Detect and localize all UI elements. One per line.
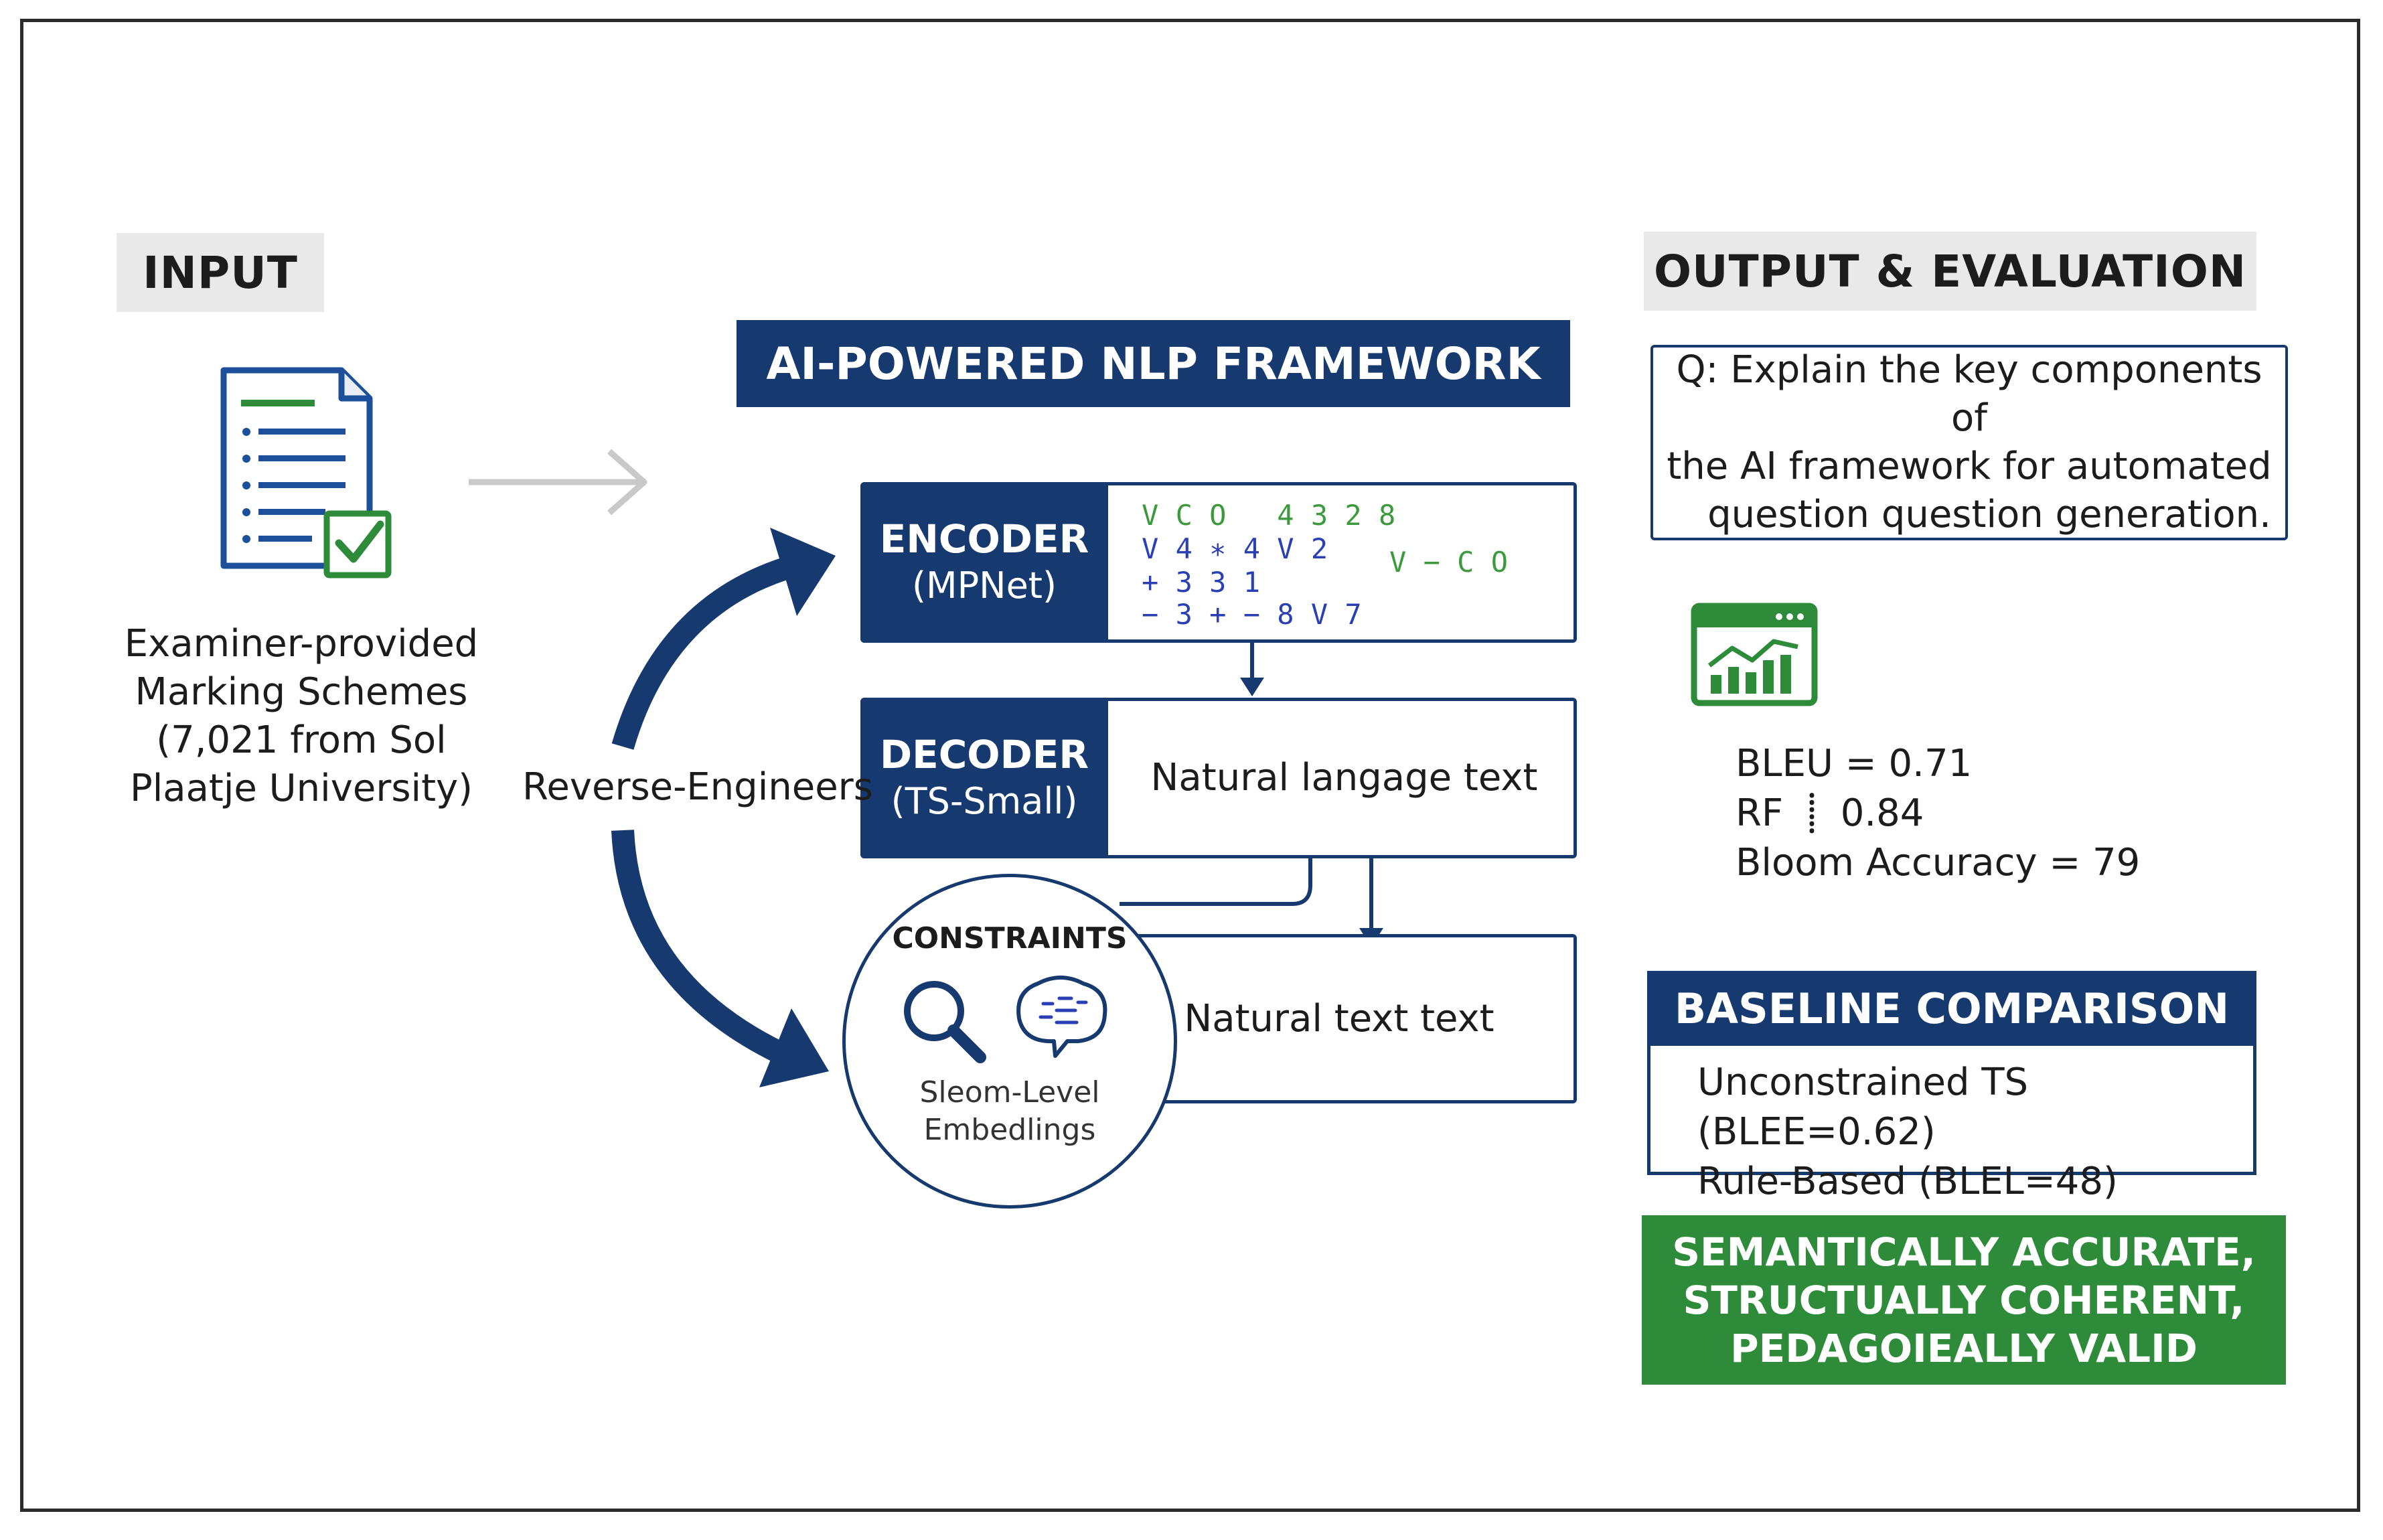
framework-title: AI-POWERED NLP FRAMEWORK <box>737 320 1570 407</box>
decoder-output-text: Natural langage text <box>1150 756 1538 799</box>
baseline-title-text: BASELINE COMPARISON <box>1674 984 2230 1033</box>
framework-title-text: AI-POWERED NLP FRAMEWORK <box>766 337 1541 390</box>
decoder-title: DECODER <box>879 732 1089 777</box>
decoder-label: DECODER (TS-Small) <box>860 698 1108 858</box>
question-line: Q: Explain the key components of <box>1676 348 2262 440</box>
baseline-row: Unconstrained TS (BLEE=0.62) <box>1697 1061 2029 1154</box>
encoder-symbol-row: + 3 3 1 <box>1142 566 1261 599</box>
document-check-icon <box>220 367 392 579</box>
constraints-output-text: Natural text text <box>1184 996 1494 1041</box>
input-caption-line: Marking Schemes <box>135 670 468 714</box>
input-caption: Examiner-provided Marking Schemes (7,021… <box>114 616 489 817</box>
input-caption-line: Examiner-provided <box>124 622 479 666</box>
constraints-caption-line: Sleom-Level <box>919 1075 1100 1109</box>
result-line: STRUCTUALLY COHERENT, <box>1683 1277 2245 1323</box>
baseline-row: Rule-Based (BLEL=48) <box>1697 1160 2118 1203</box>
encoder-symbol-row: V C O 4 3 2 8 <box>1142 499 1396 532</box>
constraints-circle <box>842 874 1177 1209</box>
question-box: Q: Explain the key components of the AI … <box>1650 345 2288 540</box>
baseline-title: BASELINE COMPARISON <box>1647 971 2256 1046</box>
encoder-label: ENCODER (MPNet) <box>860 482 1108 643</box>
input-caption-line: (7,021 from Sol <box>156 718 447 762</box>
chat-bubble-icon <box>1016 976 1107 1058</box>
encoder-symbol-row: − 3 + − 8 V 7 <box>1142 598 1362 631</box>
constraints-caption-line: Embedlings <box>923 1113 1096 1147</box>
loop-arrow-down-head <box>759 1008 829 1087</box>
decoder-model: (TS-Small) <box>891 780 1078 822</box>
baseline-rows: Unconstrained TS (BLEE=0.62) Rule-Based … <box>1697 1058 2253 1207</box>
encoder-title: ENCODER <box>879 516 1089 562</box>
input-caption-line: Plaatje University) <box>129 767 473 810</box>
loop-arrow-down <box>611 830 782 1062</box>
result-line: SEMANTICALLY ACCURATE, <box>1672 1229 2256 1275</box>
constraints-title: CONSTRAINTS <box>892 921 1128 955</box>
input-label: INPUT <box>117 233 324 312</box>
metrics-list: BLEU = 0.71 RF ⸽ 0.84 Bloom Accuracy = 7… <box>1736 739 2204 888</box>
magnifier-icon <box>904 981 986 1063</box>
encoder-symbol-row: V − C O <box>1389 546 1509 579</box>
encoder-decoder-arrow <box>1240 643 1264 696</box>
input-arrow <box>469 449 647 516</box>
loop-arrow-up-head <box>770 528 836 616</box>
encoder-symbol-row: V 4 ∗ 4 V 2 <box>1142 532 1328 565</box>
result-banner: SEMANTICALLY ACCURATE, STRUCTUALLY COHER… <box>1642 1215 2286 1385</box>
analytics-chart-icon <box>1691 603 1818 706</box>
question-line: question question generation. <box>1707 493 2271 536</box>
metric-rf: RF ⸽ 0.84 <box>1736 791 1924 835</box>
constraints-output-box <box>1098 934 1577 1103</box>
question-line: the AI framework for automated <box>1667 445 2272 488</box>
constraints-caption: Sleom-Level Embedlings <box>842 1071 1177 1152</box>
metric-bloom: Bloom Accuracy = 79 <box>1736 841 2141 884</box>
output-label: OUTPUT & EVALUATION <box>1644 232 2256 311</box>
loop-label: Reverse-Engineers <box>522 765 873 809</box>
loop-arrow-up <box>611 558 787 750</box>
result-line: PEDAGOIEALLY VALID <box>1730 1325 2198 1371</box>
encoder-model: (MPNet) <box>911 564 1057 607</box>
metric-bleu: BLEU = 0.71 <box>1736 742 1973 785</box>
